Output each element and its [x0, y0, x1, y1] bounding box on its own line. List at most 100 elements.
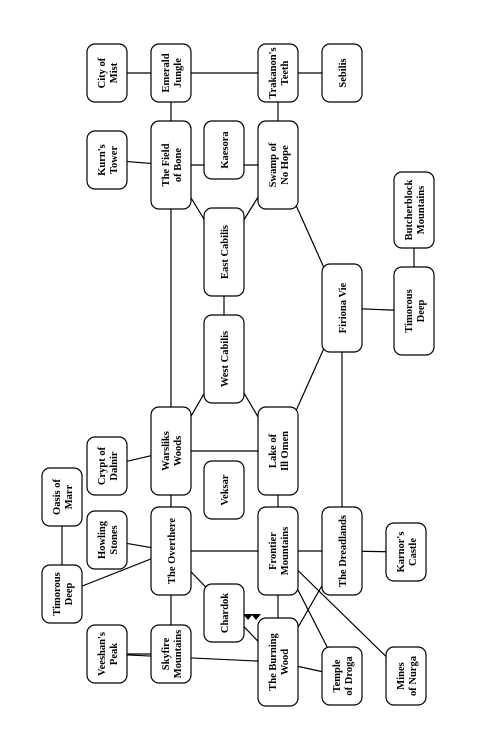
zone-box	[257, 406, 299, 496]
zone-label: Oasis ofMarr	[52, 479, 75, 515]
zone-kurns-tower: Kurn'sTower	[86, 130, 128, 190]
zone-label-line: Emerald	[161, 53, 172, 92]
zone-label-line: The Field	[161, 143, 172, 186]
zone-box	[203, 314, 245, 404]
zone-label-line: Skyfire	[161, 637, 172, 670]
zone-label-line: Firiona Vie	[338, 282, 349, 333]
zone-the-overthere: The Overthere	[150, 506, 192, 596]
zone-lake-of-ill-omen: Lake ofIll Omen	[257, 406, 299, 496]
zone-label: Kurn'sTower	[97, 144, 120, 176]
zone-label-line: of Bone	[173, 148, 184, 182]
zone-box	[203, 583, 245, 643]
zone-label: FrontierMountains	[268, 527, 291, 575]
zone-label: Firiona Vie	[338, 282, 349, 333]
zone-label: Chardok	[220, 593, 231, 633]
zone-field-of-bone: The Fieldof Bone	[150, 120, 192, 210]
zone-label-line: Frontier	[268, 532, 279, 570]
zone-box	[41, 467, 83, 527]
zone-trakanons-teeth: Trakanon'sTeeth	[257, 43, 299, 103]
zone-label: HowlingStones	[97, 520, 120, 559]
zone-box	[257, 43, 299, 103]
zone-label-line: Oasis of	[52, 479, 63, 515]
zone-label-line: Trakanon's	[268, 47, 279, 98]
zone-box	[86, 436, 128, 496]
zone-label-line: Warsliks	[161, 431, 172, 471]
zone-chardok: Chardok	[203, 583, 245, 643]
zone-box	[203, 120, 245, 180]
zone-label: West Cabilis	[220, 331, 231, 387]
zone-label-line: The Burning	[268, 633, 279, 691]
zone-label-line: Castle	[408, 538, 419, 566]
zone-label-line: Chardok	[220, 593, 231, 633]
zone-box	[393, 266, 435, 356]
zone-temple-of-droga: Templeof Droga	[321, 646, 363, 706]
zone-label-line: City of	[97, 57, 108, 88]
zone-west-cabilis: West Cabilis	[203, 314, 245, 404]
zone-box	[150, 506, 192, 596]
zone-label: The Dreadlands	[338, 515, 349, 587]
zone-label: Veeshan'sPeak	[97, 632, 120, 676]
zone-crypt-of-dalnir: Crypt ofDalnir	[86, 436, 128, 496]
zone-label-line: Dalnir	[109, 451, 120, 481]
zone-label-line: Mountains	[280, 527, 291, 575]
zone-label-line: Kurn's	[97, 144, 108, 176]
zone-label: Karnor'sCastle	[396, 532, 419, 573]
zone-label-line: Kaesora	[220, 131, 231, 169]
zone-box	[321, 43, 363, 103]
zone-frontier-mountains: FrontierMountains	[257, 506, 299, 596]
zone-label-line: Karnor's	[396, 532, 407, 573]
zone-label-line: of Droga	[344, 656, 355, 696]
zone-label: Trakanon'sTeeth	[268, 47, 291, 98]
zone-label: SkyfireMountains	[161, 630, 184, 678]
zone-sebilis: Sebilis	[321, 43, 363, 103]
zone-label-line: Veeshan's	[97, 632, 108, 676]
zone-box	[86, 130, 128, 190]
zone-label-line: Peak	[109, 643, 120, 665]
zone-box	[393, 171, 435, 249]
zone-the-burning-wood: The BurningWood	[257, 617, 299, 707]
zone-howling-stones: HowlingStones	[86, 510, 128, 570]
zone-label: Crypt ofDalnir	[97, 446, 120, 485]
zone-oasis-of-marr: Oasis ofMarr	[41, 467, 83, 527]
zone-label: Lake ofIll Omen	[268, 431, 291, 471]
zone-label-line: Stones	[109, 525, 120, 554]
zone-box	[86, 510, 128, 570]
zone-label-line: Mountains	[416, 186, 427, 234]
zone-timorous-deep-left: TimorousDeep	[41, 564, 83, 624]
zone-label-line: Deep	[416, 299, 427, 322]
zone-box	[86, 43, 128, 103]
zone-box	[385, 646, 427, 706]
zone-box	[86, 624, 128, 684]
zone-label: Templeof Droga	[332, 656, 355, 696]
zone-label: City ofMist	[97, 57, 120, 88]
zone-label-line: Veksar	[220, 474, 231, 505]
zone-label-line: Tower	[109, 146, 120, 175]
zone-label-line: Lake of	[268, 433, 279, 468]
zone-label: EmeraldJungle	[161, 53, 184, 92]
zone-label-line: East Cabilis	[220, 225, 231, 279]
zone-box	[150, 624, 192, 684]
zone-box	[321, 263, 363, 353]
zone-skyfire-mountains: SkyfireMountains	[150, 624, 192, 684]
zone-box	[257, 506, 299, 596]
zone-box	[257, 120, 299, 210]
zone-label: The BurningWood	[268, 633, 291, 691]
zone-swamp-of-no-hope: Swamp ofNo Hope	[257, 120, 299, 210]
zone-label: The Fieldof Bone	[161, 143, 184, 186]
zone-karnors-castle: Karnor'sCastle	[385, 522, 427, 582]
zone-label-line: of Nurga	[408, 655, 419, 696]
zone-firiona-vie: Firiona Vie	[321, 263, 363, 353]
zone-label: ButcherblockMountains	[404, 180, 427, 241]
zone-box	[385, 522, 427, 582]
zone-label: Veksar	[220, 474, 231, 505]
arrowhead-overthere-to-burning-wood	[251, 614, 261, 620]
zone-label-line: Swamp of	[268, 142, 279, 187]
zone-label-line: Mist	[109, 62, 120, 83]
zone-warsliks-woods: WarsliksWoods	[150, 406, 192, 496]
zone-label: WarsliksWoods	[161, 431, 184, 471]
zone-the-dreadlands: The Dreadlands	[321, 506, 363, 596]
zone-label: Sebilis	[338, 58, 349, 87]
zone-label-line: No Hope	[280, 145, 291, 185]
zone-label-line: Ill Omen	[280, 431, 291, 471]
